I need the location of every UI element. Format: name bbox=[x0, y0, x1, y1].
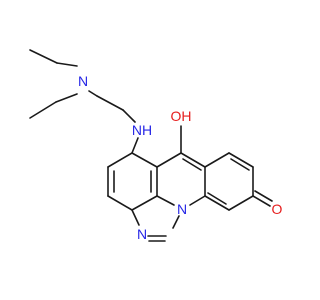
bond bbox=[29, 49, 58, 64]
bond bbox=[107, 195, 133, 211]
linker-nh-label: NH bbox=[132, 122, 152, 138]
bond bbox=[55, 93, 78, 103]
bond bbox=[228, 152, 254, 168]
bond bbox=[131, 137, 139, 154]
ketone-oxygen-label: O bbox=[272, 201, 283, 217]
bond bbox=[204, 152, 230, 168]
bond bbox=[29, 101, 57, 119]
atom-labels: N NH OH N N O bbox=[78, 73, 283, 242]
ring-nitrogen-lower-label: N bbox=[137, 226, 147, 242]
bonds bbox=[29, 49, 273, 242]
bond bbox=[56, 62, 78, 67]
bond bbox=[180, 152, 206, 168]
bond bbox=[96, 95, 124, 111]
ring-nitrogen-upper-label: N bbox=[177, 201, 187, 217]
bond bbox=[107, 152, 133, 168]
bond bbox=[88, 90, 98, 97]
hydroxyl-label: OH bbox=[171, 108, 192, 124]
bond bbox=[230, 158, 250, 171]
bond bbox=[254, 190, 273, 202]
bond bbox=[228, 195, 254, 211]
bond bbox=[207, 192, 227, 205]
bond bbox=[204, 195, 230, 211]
molecule-structure: N NH OH N N O bbox=[29, 49, 283, 242]
amine-nitrogen-label: N bbox=[78, 73, 88, 89]
bond bbox=[122, 109, 136, 123]
bond bbox=[131, 209, 140, 226]
bond bbox=[131, 152, 158, 168]
bond bbox=[182, 158, 202, 171]
bond bbox=[156, 195, 175, 206]
bond bbox=[252, 195, 271, 207]
bond bbox=[156, 152, 182, 168]
bond bbox=[172, 215, 180, 229]
bond bbox=[131, 195, 158, 211]
bond bbox=[189, 195, 206, 206]
